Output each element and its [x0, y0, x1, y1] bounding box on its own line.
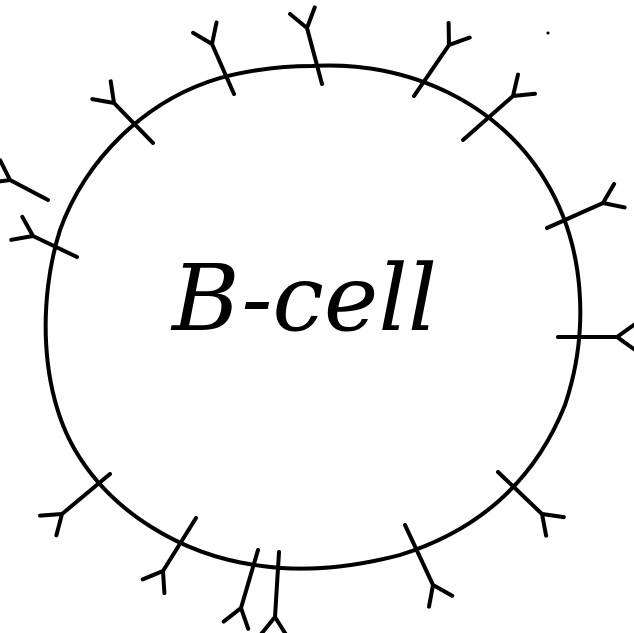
receptor-y [261, 552, 287, 633]
cell-label: B-cell [170, 245, 437, 352]
receptor-y [498, 472, 564, 536]
receptor-y [290, 7, 322, 84]
receptor-y [11, 217, 77, 257]
receptor-y [414, 23, 470, 96]
receptor-y [0, 160, 48, 200]
ink-speck [547, 32, 550, 35]
receptor-y [40, 474, 110, 535]
receptor-y [558, 324, 634, 350]
receptor-y [143, 518, 196, 593]
